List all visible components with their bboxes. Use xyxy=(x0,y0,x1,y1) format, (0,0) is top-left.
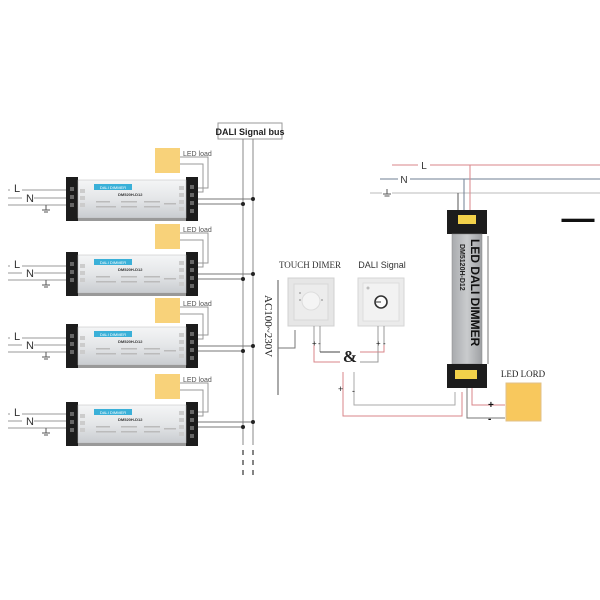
led-load-label: LED load xyxy=(183,377,212,384)
dali-badge-text: DALI DIMMER xyxy=(100,332,126,337)
led-load xyxy=(155,298,180,323)
dali-badge xyxy=(94,259,132,265)
driver-model: DM520H-D12 xyxy=(118,339,143,344)
dali-signal-knob-panel xyxy=(357,277,405,327)
minus-sign: - xyxy=(318,339,321,348)
led-load xyxy=(155,148,180,173)
neutral-label: N xyxy=(26,268,34,280)
driver-model: DM520H-D12 xyxy=(118,267,143,272)
driver-model: DM520H-D12 xyxy=(118,192,143,197)
input-terminal xyxy=(458,215,476,224)
led-load-label: LED load xyxy=(183,301,212,308)
minus-sign: - xyxy=(352,386,355,396)
continuation-ellipsis: ▬▬▬ xyxy=(562,213,595,225)
right-line-label: L xyxy=(421,161,427,172)
plus-sign: + xyxy=(376,339,381,348)
dali-badge xyxy=(94,184,132,190)
led-load xyxy=(155,374,180,399)
minus-sign: - xyxy=(488,414,491,425)
line-label: L xyxy=(14,331,20,343)
dali-signal-label: DALI Signal xyxy=(358,260,406,270)
driver-unit-1 xyxy=(8,148,255,222)
parallel-ampersand: & xyxy=(343,347,357,366)
right-neutral-label: N xyxy=(400,175,407,186)
device-model: DM5120H-D12 xyxy=(458,244,465,291)
line-label: L xyxy=(14,259,20,271)
output-terminal xyxy=(455,370,477,379)
dali-badge xyxy=(94,331,132,337)
minus-sign: - xyxy=(383,339,386,348)
touch-dimmer-panel xyxy=(287,277,335,327)
driver-unit-3 xyxy=(8,298,255,369)
dali-badge-text: DALI DIMMER xyxy=(100,410,126,415)
ac-voltage-label: AC100~230V xyxy=(262,295,274,357)
dali-badge-text: DALI DIMMER xyxy=(100,185,126,190)
line-label: L xyxy=(14,183,20,195)
dali-badge xyxy=(94,409,132,415)
neutral-label: N xyxy=(26,193,34,205)
driver-model: DM520H-D12 xyxy=(118,417,143,422)
touch-dimmer-label: TOUCH DIMER xyxy=(279,260,341,270)
plus-sign: + xyxy=(312,339,317,348)
ground-icon xyxy=(382,188,392,198)
driver-unit-2 xyxy=(8,224,255,297)
line-label: L xyxy=(14,407,20,419)
driver-unit-4 xyxy=(8,374,255,447)
neutral-label: N xyxy=(26,340,34,352)
dali-badge-text: DALI DIMMER xyxy=(100,260,126,265)
led-load xyxy=(155,224,180,249)
dali-bus-box xyxy=(217,122,283,140)
led-lord-label: LED LORD xyxy=(501,369,546,379)
device-title: LED DALI DIMMER xyxy=(468,239,482,347)
plus-sign: + xyxy=(488,400,494,411)
dali-bus-label: DALI Signal bus xyxy=(215,127,284,137)
led-load-label: LED load xyxy=(183,151,212,158)
neutral-label: N xyxy=(26,416,34,428)
led-load-label: LED load xyxy=(183,227,212,234)
plus-sign: + xyxy=(338,384,343,394)
led-lord-load xyxy=(505,382,542,422)
right-dali-dimmer-device xyxy=(447,210,489,388)
